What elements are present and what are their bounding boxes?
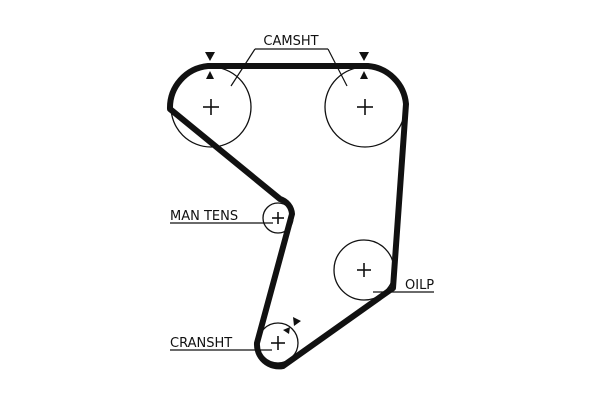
crankshaft-pulley-mark — [283, 327, 290, 334]
camshaft-left-pulley-mark — [206, 71, 214, 79]
crankshaft-timing-arrow — [293, 317, 301, 326]
camshaft-leader — [230, 48, 348, 87]
tensioner-center-cross — [272, 212, 284, 224]
camshaft-left-timing-arrow — [205, 52, 215, 61]
camshaft-label: CAMSHT — [263, 34, 318, 49]
oil-pump-center-cross — [357, 263, 371, 277]
tensioner-label: MAN TENS — [170, 209, 238, 224]
crankshaft-label: CRANSHT — [170, 336, 232, 351]
timing-belt — [166, 63, 409, 370]
camshaft-right-timing-arrow — [359, 52, 369, 61]
camshaft-right-center-cross — [357, 99, 373, 115]
camshaft-left-center-cross — [203, 99, 219, 115]
camshaft-right-pulley-mark — [360, 71, 368, 79]
oil-pump-label: OILP — [405, 278, 434, 293]
crankshaft-center-cross — [271, 336, 285, 350]
